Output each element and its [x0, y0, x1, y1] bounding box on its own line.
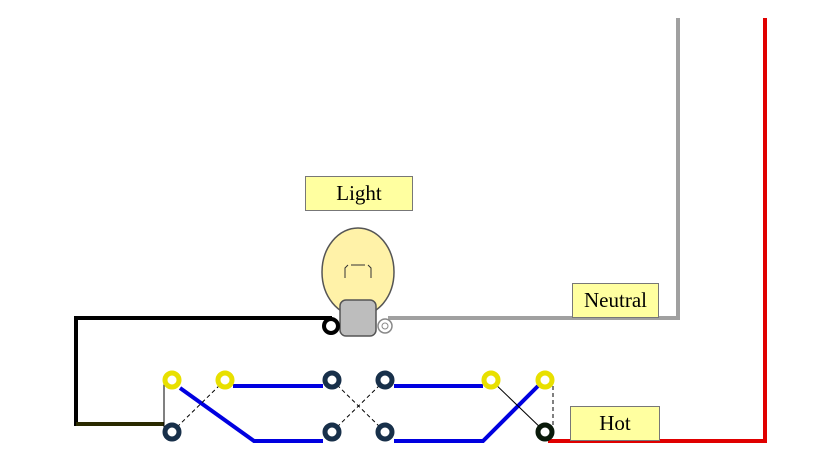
middle-switch-terminal-top-right — [375, 370, 395, 390]
neutral-label: Neutral — [572, 283, 659, 318]
switched-wire — [74, 316, 332, 426]
left-switch-arm — [171, 379, 226, 433]
bulb-filament — [344, 264, 372, 278]
middle-switch-terminal-bottom-left — [322, 422, 342, 442]
left-switch-common-terminal — [162, 422, 182, 442]
bulb-hot-terminal — [322, 317, 340, 335]
traveler-bottom-right — [394, 384, 540, 443]
traveler-bottom-left — [178, 386, 323, 443]
middle-switch-cross-b — [331, 379, 386, 433]
middle-four-way-switch — [322, 370, 395, 442]
neutral-wire — [388, 18, 680, 320]
light-bulb — [321, 227, 395, 337]
bulb-neutral-terminal-center — [381, 322, 389, 330]
right-switch-brass-terminal-1 — [481, 370, 501, 390]
left-switch-brass-terminal-2 — [215, 370, 235, 390]
light-label: Light — [305, 176, 413, 211]
middle-switch-terminal-top-left — [322, 370, 342, 390]
hot-wire — [548, 18, 767, 443]
left-three-way-switch — [162, 370, 235, 442]
middle-switch-terminal-bottom-right — [375, 422, 395, 442]
right-switch-common-terminal — [535, 422, 555, 442]
right-switch-arm — [490, 379, 546, 433]
neutral-label-text: Neutral — [584, 288, 647, 312]
right-three-way-switch — [481, 370, 555, 442]
hot-label-text: Hot — [599, 411, 631, 435]
light-label-text: Light — [336, 181, 382, 205]
switch-contacts — [163, 379, 554, 433]
left-switch-brass-terminal-1 — [162, 370, 182, 390]
traveler-wires — [178, 384, 540, 443]
hot-label: Hot — [570, 406, 660, 441]
right-switch-brass-terminal-2 — [535, 370, 555, 390]
bulb-base — [339, 299, 377, 337]
